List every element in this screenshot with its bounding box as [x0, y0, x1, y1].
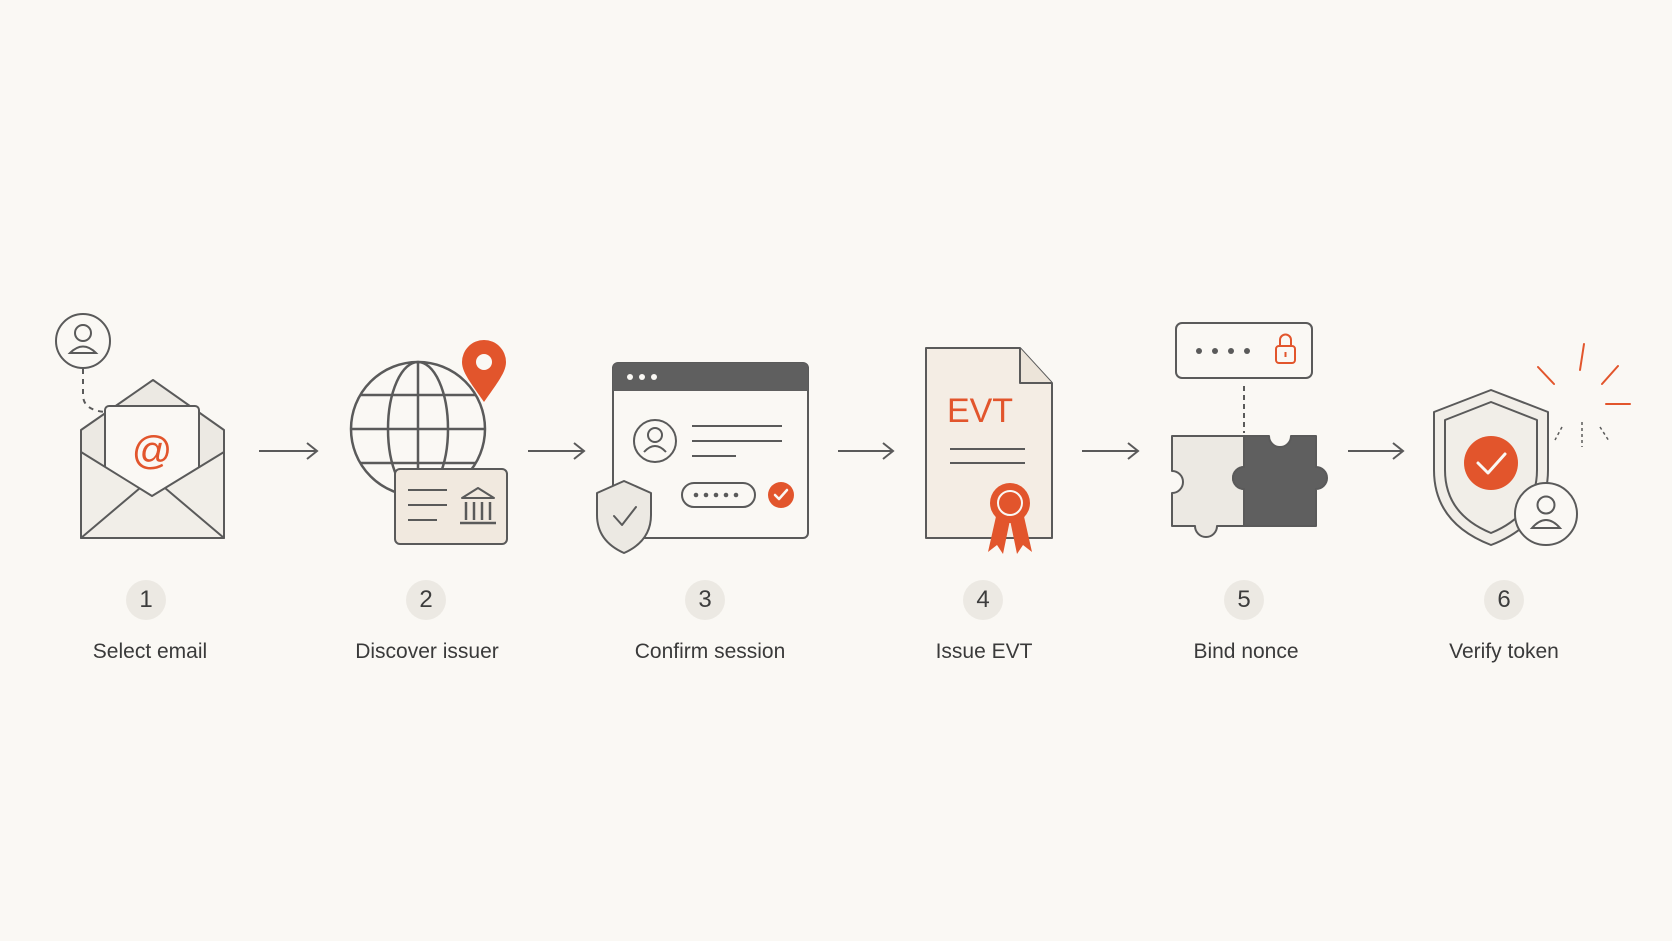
step-label: Bind nonce [1193, 640, 1299, 663]
svg-text:@: @ [132, 429, 173, 473]
step-label: Verify token [1449, 640, 1559, 663]
step-label: Discover issuer [355, 640, 499, 663]
step-number: 2 [406, 580, 446, 620]
step-label: Issue EVT [935, 640, 1033, 663]
step-number: 1 [126, 580, 166, 620]
step-label: Confirm session [634, 640, 786, 663]
step-number: 4 [963, 580, 1003, 620]
step-label: Select email [92, 640, 208, 663]
step-number: 6 [1484, 580, 1524, 620]
step-number: 5 [1224, 580, 1264, 620]
evt-badge-text: EVT [947, 392, 1013, 430]
step-number: 3 [685, 580, 725, 620]
